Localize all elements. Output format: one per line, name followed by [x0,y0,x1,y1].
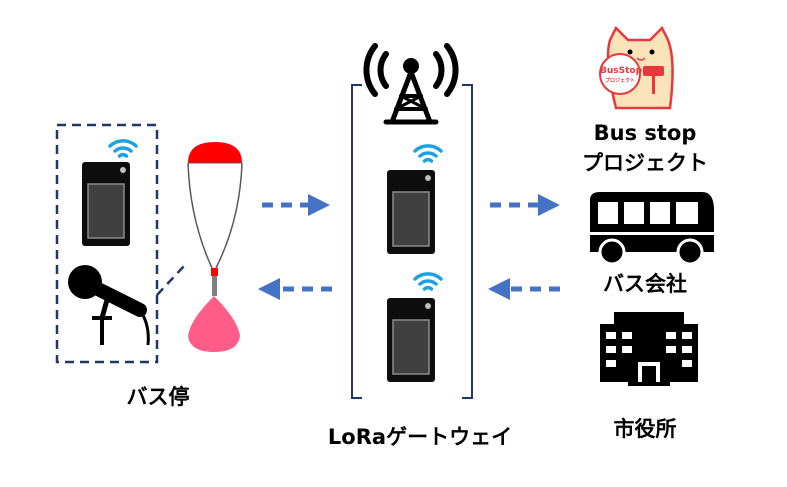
dashed-connector [156,264,186,296]
city-hall-label: 市役所 [613,417,677,441]
mascot-badge-text: BusStop [600,66,643,76]
arrow-from-company [488,278,560,300]
wifi-icon [108,139,138,158]
gateway-bracket [351,84,473,399]
bus-icon [590,192,714,266]
bus-stop-label: バス停 [126,385,190,409]
radio-tower-icon [363,43,459,125]
bus-company-label: バス会社 [603,272,687,296]
float-icon [187,142,243,352]
arrow-to-gateway [262,194,330,216]
project-label-line1: Bus stop [593,121,697,145]
arrow-to-project [490,194,560,216]
bus-stop-dashed-box [55,123,159,364]
gateway-device [386,297,436,383]
gateway-label: LoRaゲートウェイ [327,425,513,449]
mascot-badge-subtext: プロジェクト [604,78,635,84]
project-label: Bus stop プロジェクト [560,118,730,178]
project-label-line2: プロジェクト [582,151,708,175]
mascot-logo [599,25,674,110]
microphone-icon [68,265,150,346]
sensor-device [81,161,131,247]
arrow-to-bus-stop [258,278,332,300]
wifi-icon [413,272,443,291]
wifi-icon [413,144,443,163]
building-icon [600,312,698,386]
gateway-device [386,169,436,255]
